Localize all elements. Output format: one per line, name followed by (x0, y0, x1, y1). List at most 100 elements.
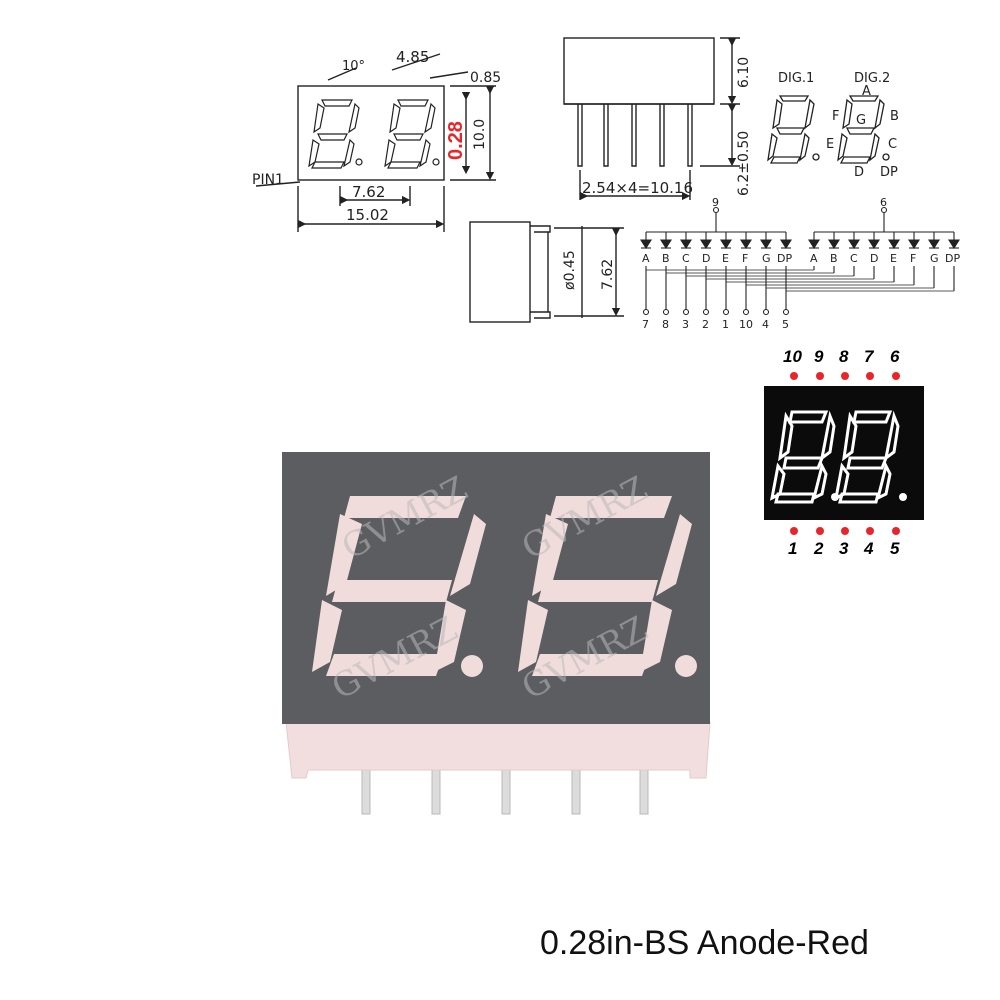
segment-label: E (722, 252, 729, 265)
pin-dot-top (816, 372, 824, 380)
bottom-view (469, 221, 624, 323)
front-digit-2 (384, 99, 440, 169)
dig2-label: DIG.2 (854, 71, 890, 86)
dim-body-height: 6.10 (736, 57, 752, 88)
diode-symbol (848, 239, 860, 250)
module-photo (282, 452, 711, 815)
diode-symbol (888, 239, 900, 250)
pin-label-top: 8 (839, 347, 849, 366)
pin-label-bottom: 4 (863, 539, 874, 558)
pin-dot-top (892, 372, 900, 380)
seg-f-label: F (832, 109, 839, 124)
diode-symbol (720, 239, 732, 250)
bottom-body-outline (469, 221, 531, 323)
bottom-pin-label: 8 (662, 318, 669, 331)
common-pin-2-label: 6 (880, 196, 887, 209)
dim-angle: 10° (342, 59, 365, 74)
bottom-pin-label: 1 (722, 318, 729, 331)
pin-dot-bottom (790, 527, 798, 535)
seg-b-label: B (890, 109, 899, 124)
pin-label-bottom: 2 (813, 539, 824, 558)
side-body-outline (563, 37, 715, 105)
bottom-pin-label: 7 (642, 318, 649, 331)
segment-label: C (850, 252, 858, 265)
dim-lead-diameter: ø0.45 (562, 250, 578, 290)
pin-dot-bottom (841, 527, 849, 535)
pin-dot-top (841, 372, 849, 380)
segment-label: A (642, 252, 650, 265)
segment-label: DP (945, 252, 960, 265)
diode-symbol (868, 239, 880, 250)
seg-a-label: A (862, 84, 871, 99)
product-caption: 0.28in-BS Anode-Red (540, 924, 869, 962)
pin-dot-bottom (816, 527, 824, 535)
bottom-pin-label: 5 (782, 318, 789, 331)
side-view (563, 37, 740, 201)
module-leads (361, 769, 649, 815)
segment-label: F (910, 252, 916, 265)
segment-label: B (662, 252, 670, 265)
pin1-label: PIN1 (252, 172, 284, 188)
dim-width-top: 4.85 (396, 48, 429, 66)
segment-label: D (702, 252, 710, 265)
segment-label: DP (777, 252, 792, 265)
digit-label-diagram (767, 95, 890, 164)
diode-symbol (808, 239, 820, 250)
bottom-pin-label: 4 (762, 318, 769, 331)
bottom-pin-label: 3 (682, 318, 689, 331)
dig1-label: DIG.1 (778, 71, 814, 86)
pinout-dp-1 (831, 493, 839, 501)
segment-label: G (930, 252, 939, 265)
diode-symbol (680, 239, 692, 250)
pin-dot-top (790, 372, 798, 380)
front-digit-1 (308, 99, 363, 169)
segment-label: A (810, 252, 818, 265)
dim-seg-width: 0.85 (470, 70, 501, 86)
dim-pin-spacing: 7.62 (352, 183, 385, 201)
seg-d-label: D (854, 165, 864, 180)
front-view (255, 53, 496, 232)
diode-symbol (928, 239, 940, 250)
segment-label: G (762, 252, 771, 265)
segment-label: F (742, 252, 748, 265)
pin-label-top: 9 (814, 347, 824, 366)
pin-label-bottom: 3 (839, 539, 849, 558)
pin-dot-bottom (892, 527, 900, 535)
pin-dot-top (866, 372, 874, 380)
pin-label-top: 10 (783, 347, 802, 366)
pin-label-top: 6 (890, 347, 900, 366)
seg-e-label: E (826, 137, 834, 152)
side-leads (577, 104, 693, 167)
diode-symbol (828, 239, 840, 250)
diode-symbol (640, 239, 652, 250)
dim-pitch: 2.54×4=10.16 (582, 179, 693, 197)
segment-label: C (682, 252, 690, 265)
dim-char-height: 0.28 (445, 121, 467, 160)
diode-symbol (760, 239, 772, 250)
bottom-pin-label: 2 (702, 318, 709, 331)
diode-symbol (740, 239, 752, 250)
dig1-outline (767, 95, 820, 164)
pin-label-top: 7 (864, 347, 875, 366)
dim-total-width: 15.02 (346, 206, 389, 224)
diode-symbol (660, 239, 672, 250)
pinout-digits (769, 410, 900, 504)
bottom-pin-label: 10 (739, 318, 753, 331)
module-base (285, 721, 711, 779)
seg-dp-label: DP (880, 165, 898, 180)
diode-symbol (908, 239, 920, 250)
segment-label: D (870, 252, 878, 265)
pinout-dp-2 (899, 493, 907, 501)
front-body-outline (297, 85, 445, 181)
diode-symbol (948, 239, 960, 250)
pin-dot-bottom (866, 527, 874, 535)
module-segments (312, 496, 697, 677)
dim-total-height: 10.0 (472, 119, 488, 150)
diode-symbol (780, 239, 792, 250)
segment-label: B (830, 252, 838, 265)
seg-g-label: G (856, 113, 866, 128)
dim-lead-length: 6.2±0.50 (736, 131, 752, 196)
dim-row-spacing: 7.62 (600, 259, 616, 290)
